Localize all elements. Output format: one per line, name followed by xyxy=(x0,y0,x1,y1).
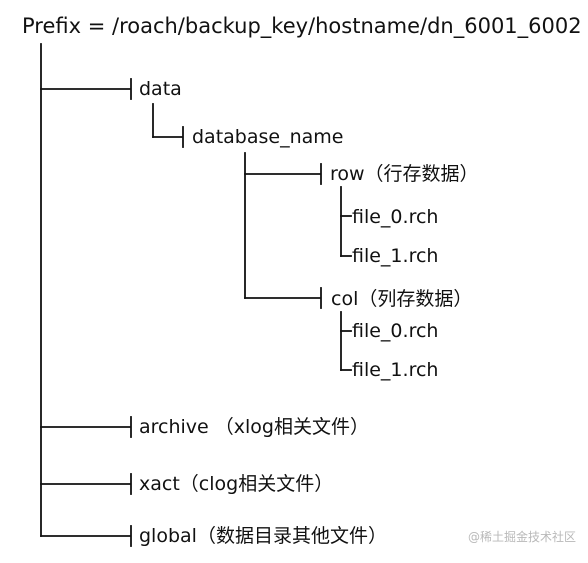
xact-folder-label: xact（clog相关文件） xyxy=(139,473,333,495)
row-folder-label: row（行存数据） xyxy=(330,163,479,185)
row-file-0-label: file_0.rch xyxy=(352,206,438,228)
database-name-label: database_name xyxy=(192,126,343,148)
row-file-1-label: file_1.rch xyxy=(352,245,438,267)
col-file-0-label: file_0.rch xyxy=(352,320,438,342)
watermark: @稀土掘金技术社区 xyxy=(467,530,576,544)
col-file-1-label: file_1.rch xyxy=(352,359,438,381)
root-prefix-label: Prefix = /roach/backup_key/hostname/dn_6… xyxy=(22,14,582,39)
archive-folder-label: archive （xlog相关文件） xyxy=(139,416,369,438)
data-folder-label: data xyxy=(139,78,182,100)
col-folder-label: col（列存数据） xyxy=(331,288,472,310)
global-folder-label: global（数据目录其他文件） xyxy=(139,525,387,547)
